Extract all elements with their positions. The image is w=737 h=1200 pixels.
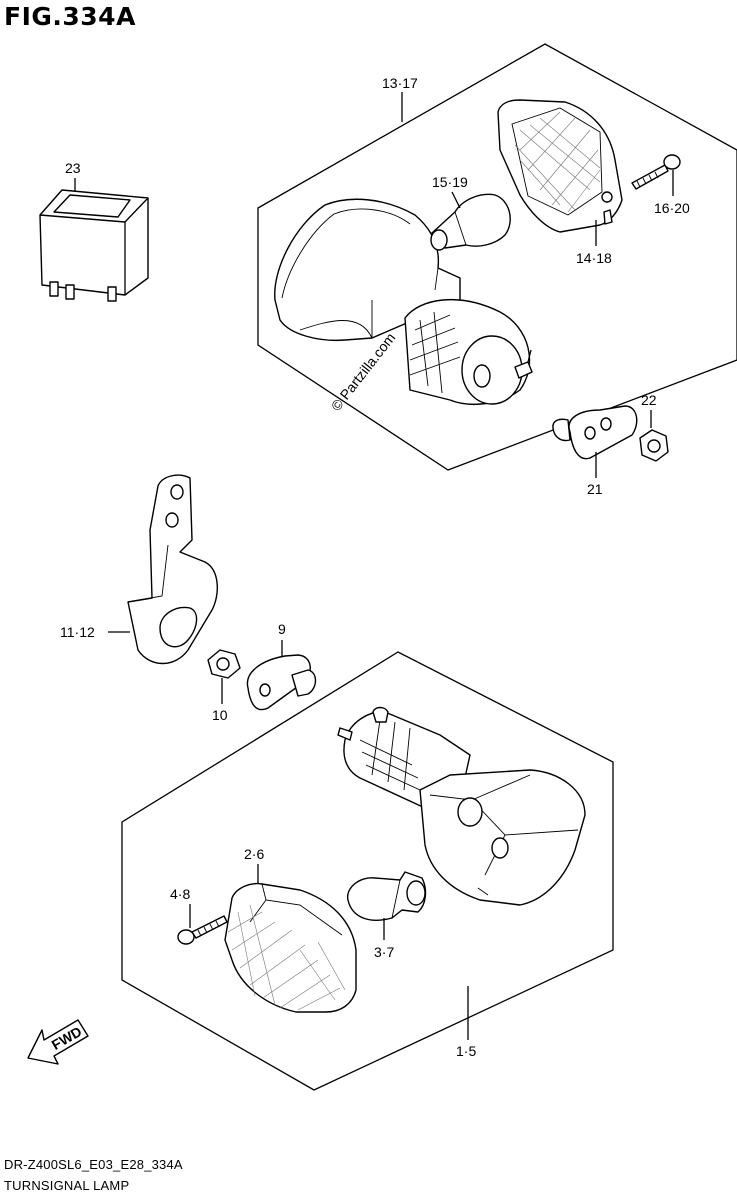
front-lamp-bulb <box>346 871 427 921</box>
callout-16-20: 16·20 <box>654 200 690 216</box>
callout-21: 21 <box>587 481 603 497</box>
rear-lamp-assembly-frame <box>257 43 737 471</box>
callout-22: 22 <box>641 392 657 408</box>
callout-15-19: 15·19 <box>432 174 468 190</box>
rear-lamp-lens <box>497 99 623 233</box>
front-mount-washer <box>246 654 317 711</box>
forward-direction-arrow: FWD <box>27 1019 89 1065</box>
flasher-relay <box>39 189 149 302</box>
rear-lamp-boot <box>404 299 533 405</box>
callout-2-6: 2·6 <box>244 846 264 862</box>
rear-mount-nut <box>639 429 669 462</box>
front-lamp-housing <box>419 769 586 906</box>
watermark-text: © Partzilla.com <box>328 330 399 414</box>
callout-1-5: 1·5 <box>456 1043 476 1059</box>
callout-11-12: 11·12 <box>60 624 95 640</box>
callout-10: 10 <box>212 707 228 723</box>
rear-lamp-screw <box>631 154 681 190</box>
front-lamp-lens <box>224 882 357 1013</box>
rear-lamp-housing <box>274 198 461 342</box>
front-lamp-assembly-frame <box>121 651 614 1091</box>
diagram-code: DR-Z400SL6_E03_E28_334A <box>4 1157 183 1172</box>
front-lamp-screw <box>177 915 228 945</box>
callout-9: 9 <box>278 621 286 637</box>
leader-lines <box>74 92 674 1040</box>
callout-14-18: 14·18 <box>576 250 612 266</box>
turnsignal-bracket <box>127 474 218 665</box>
callout-23: 23 <box>65 160 81 176</box>
rear-mount-washer <box>552 405 638 460</box>
callout-13-17: 13·17 <box>382 75 418 91</box>
callout-3-7: 3·7 <box>374 944 394 960</box>
callout-4-8: 4·8 <box>170 886 190 902</box>
figure-title: FIG.334A <box>4 2 136 31</box>
rear-lamp-bulb <box>430 193 511 251</box>
diagram-name: TURNSIGNAL LAMP <box>4 1178 130 1193</box>
front-mount-nut <box>207 649 241 679</box>
